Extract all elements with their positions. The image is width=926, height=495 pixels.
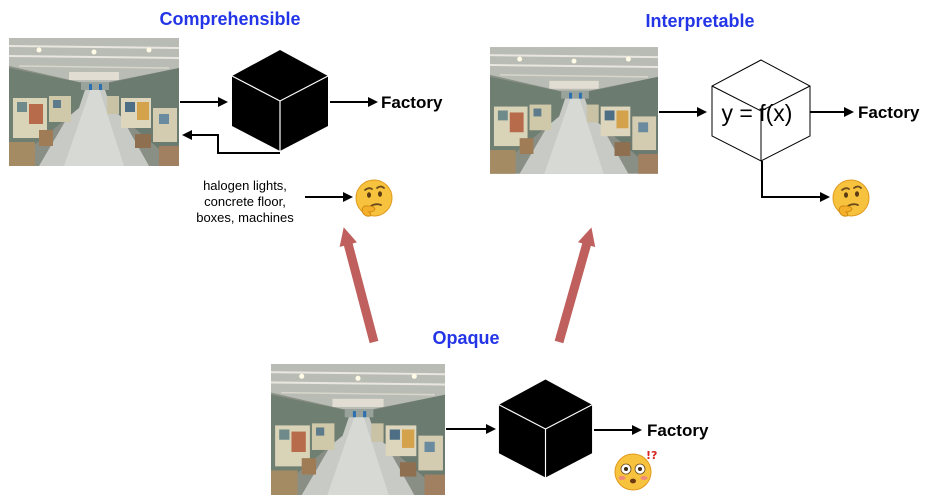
comprehensible-title: Comprehensible	[159, 9, 300, 29]
feedback-arrow	[182, 130, 280, 154]
opaque-title: Opaque	[432, 328, 499, 348]
comprehensible-panel: Comprehensible Factory halogen lights, c…	[9, 9, 443, 225]
explanation-line-2: concrete floor,	[204, 194, 286, 209]
opaque-to-comprehensible-arrow	[339, 227, 379, 344]
opaque-output-label: Factory	[647, 421, 709, 440]
explanation-line-1: halogen lights,	[203, 178, 287, 193]
thinking-face-icon	[355, 179, 393, 218]
formula-label: y = f(x)	[722, 100, 793, 126]
factory-photo-icon	[490, 47, 658, 174]
wireframe-cube-icon	[711, 59, 811, 162]
black-box-cube-icon	[231, 49, 329, 152]
factory-photo-icon	[9, 38, 179, 166]
interpretable-panel: Interpretable y = f(x) Factory	[490, 11, 920, 218]
explanation-arrow	[761, 161, 830, 202]
opaque-to-interpretable-arrow	[554, 227, 596, 344]
flushed-face-icon	[614, 448, 657, 491]
black-box-cube-icon	[498, 378, 593, 479]
opaque-panel: Opaque Factory	[271, 328, 709, 495]
explanation-line-3: boxes, machines	[196, 210, 294, 225]
thinking-face-icon	[832, 179, 870, 218]
interpretable-title: Interpretable	[645, 11, 754, 31]
comprehensible-output-label: Factory	[381, 93, 443, 112]
factory-photo-icon	[271, 364, 445, 495]
interpretable-output-label: Factory	[858, 103, 920, 122]
